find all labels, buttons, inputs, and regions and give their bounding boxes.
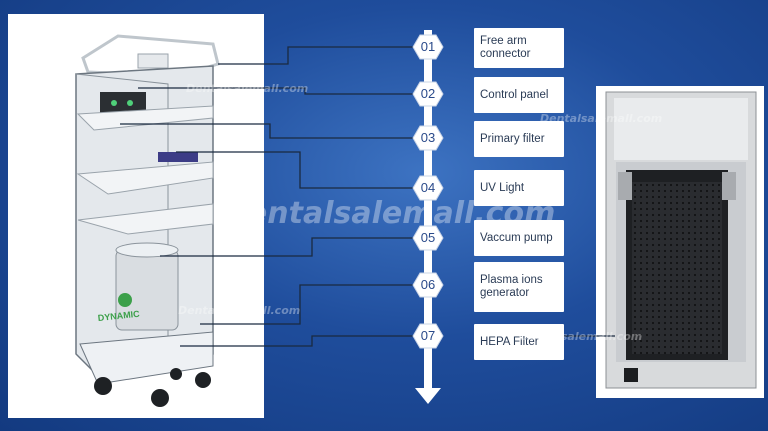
step-number-02: 02 <box>408 82 448 106</box>
step-label-control-panel: Control panel <box>474 77 564 113</box>
step-label-uv-light: UV Light <box>474 170 564 206</box>
air-purifier-illustration: DYNAMIC <box>8 14 264 418</box>
step-number-01: 01 <box>408 35 448 59</box>
hepa-filter-photo-panel <box>596 86 764 398</box>
flow-arrow-head <box>415 388 441 404</box>
step-number-03: 03 <box>408 126 448 150</box>
step-number-06: 06 <box>408 273 448 297</box>
step-number-05: 05 <box>408 226 448 250</box>
step-label-free-arm-connector: Free arm connector <box>474 28 564 68</box>
step-label-primary-filter: Primary filter <box>474 121 564 157</box>
step-number-04: 04 <box>408 176 448 200</box>
step-label-plasma-ions-generator: Plasma ions generator <box>474 262 564 312</box>
step-label-vaccum-pump: Vaccum pump <box>474 220 564 256</box>
step-label-hepa-filter: HEPA Filter <box>474 324 564 360</box>
device-illustration-panel: DYNAMIC <box>8 14 264 418</box>
step-number-07: 07 <box>408 324 448 348</box>
hepa-filter-photo <box>596 86 764 398</box>
